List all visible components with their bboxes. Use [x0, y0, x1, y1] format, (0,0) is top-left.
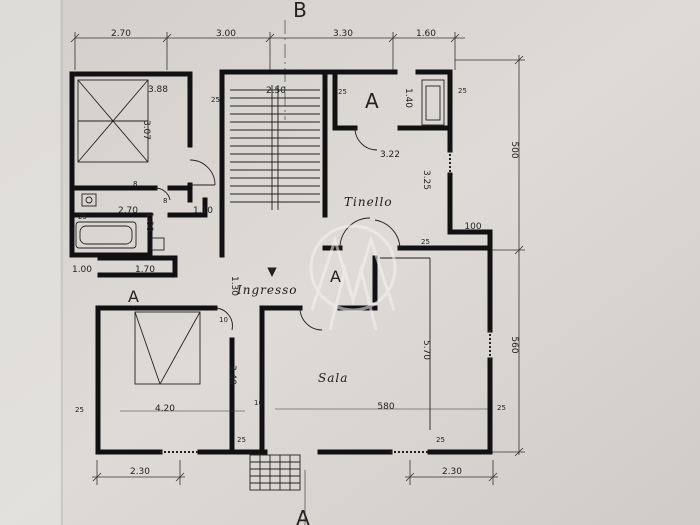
wall-mark-5: 25 [75, 406, 84, 414]
dim-sala-height: 5.70 [421, 340, 431, 360]
paper-margin [0, 0, 60, 525]
bottom-dimension-chain [92, 460, 498, 485]
wall-mark-10: 10 [219, 316, 228, 324]
dim-bedroom-width: 3.88 [148, 85, 168, 95]
dim-top-3: 3.30 [333, 29, 353, 39]
dim-top-2: 3.00 [216, 29, 236, 39]
wall-mark-9: 25 [78, 213, 87, 221]
right-dimension-chain [455, 55, 525, 457]
dim-right-1: 500 [509, 141, 519, 158]
dim-hall-width: 1.10 [193, 206, 213, 216]
dim-stair-width: 2.50 [266, 86, 286, 96]
wall-mark-7: 25 [237, 436, 246, 444]
marker-entry: A [330, 267, 341, 286]
dim-tinello-width: 3.22 [380, 150, 400, 160]
wall-mark-8: 25 [436, 436, 445, 444]
interior-details [75, 79, 491, 491]
room-label-ingresso: Ingresso [236, 283, 298, 297]
watermark-logo [309, 224, 397, 331]
dim-bottom-2: 2.30 [442, 467, 462, 477]
walls [69, 69, 493, 455]
dim-left-step: 1.00 [72, 265, 92, 275]
dim-bedroom2-width: 4.20 [155, 404, 175, 414]
marker-kitchen: A [365, 89, 379, 113]
dim-top-1: 2.70 [111, 29, 131, 39]
wall-mark-3: 25 [458, 87, 467, 95]
wall-mark-6: 25 [497, 404, 506, 412]
wall-mark-11: 10 [254, 399, 263, 407]
dim-right-2: 560 [509, 336, 519, 353]
wall-mark-13: 8 [163, 197, 167, 205]
dim-bath-width: 2.70 [118, 206, 138, 216]
room-label-tinello: Tinello [344, 195, 393, 209]
wall-mark-12: 8 [133, 180, 137, 188]
dim-tinello-height: 3.25 [421, 170, 431, 190]
dim-right-step: 100 [464, 222, 481, 232]
wall-mark-4: 25 [421, 238, 430, 246]
dim-kitchen-height: 1.40 [403, 88, 413, 108]
dim-bedroom2-height: 3.40 [227, 365, 237, 385]
dim-entry-height: 1.30 [229, 276, 239, 296]
marker-closet: A [128, 287, 139, 306]
dim-top-4: 1.60 [416, 29, 436, 39]
dim-bottom-1: 2.30 [130, 467, 150, 477]
dim-bath-height: 1.00 [144, 212, 154, 232]
room-label-sala: Sala [318, 371, 348, 385]
section-mark-bottom: A [296, 506, 310, 525]
dim-closet-width: 1.70 [135, 265, 155, 275]
section-mark-top: B [293, 0, 307, 22]
wall-mark-1: 25 [211, 96, 220, 104]
wall-mark-2: 25 [338, 88, 347, 96]
top-dimension-chain [70, 32, 465, 70]
dim-bedroom-height: 3.07 [141, 120, 151, 140]
dim-sala-width: 580 [377, 402, 394, 412]
